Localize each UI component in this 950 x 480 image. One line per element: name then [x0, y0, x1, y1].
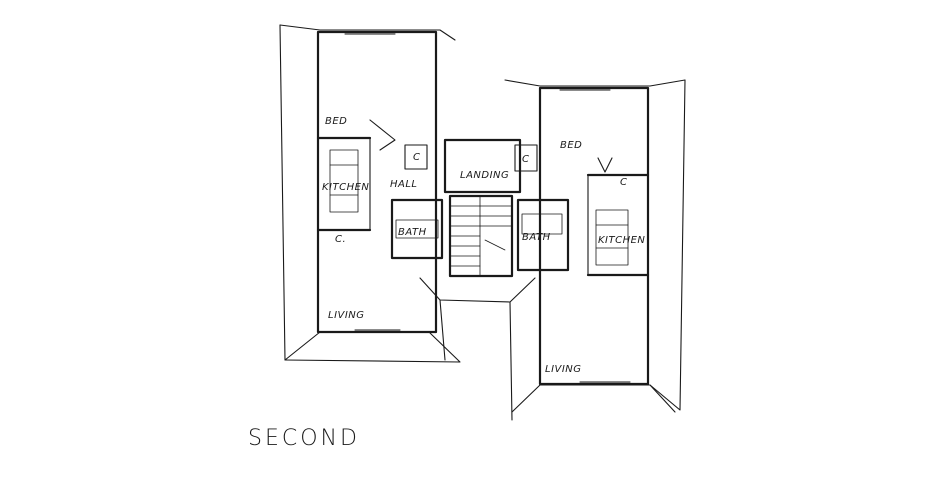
central-bay	[419, 277, 536, 303]
right-bath-tub	[521, 213, 563, 235]
hall-door-swing	[369, 119, 396, 151]
right-bay-outline-right	[649, 79, 686, 411]
label-left-living: LIVING	[328, 310, 365, 321]
label-left-c: C.	[335, 234, 346, 245]
room-labels: BED KITCHEN C. LIVING HALL C BATH LANDIN…	[322, 116, 645, 375]
right-unit-walls	[538, 86, 650, 386]
left-unit-walls	[316, 30, 438, 334]
label-landing-c: C	[522, 154, 529, 165]
landing-cupboard	[514, 144, 538, 172]
right-bay-outline-bottom	[511, 384, 676, 413]
hall-cupboard	[404, 144, 428, 170]
label-hall-c: C	[413, 152, 420, 163]
left-bay-outline-top	[279, 24, 456, 41]
right-bath-room	[516, 198, 570, 272]
floor-title: SECOND	[248, 426, 360, 451]
label-right-living: LIVING	[545, 364, 582, 375]
label-right-kitchen: KITCHEN	[598, 235, 645, 246]
right-door-swing	[597, 157, 613, 173]
stair-treads	[449, 195, 513, 277]
landing-area	[443, 138, 522, 194]
label-right-c: C	[620, 177, 627, 188]
left-bath-tub	[395, 219, 439, 239]
label-left-kitchen: KITCHEN	[322, 182, 369, 193]
right-kitchen-units	[595, 209, 629, 266]
label-right-bed: BED	[560, 140, 582, 151]
label-hall: HALL	[390, 179, 418, 190]
label-right-bath: BATH	[522, 232, 551, 243]
left-bay-outline-left	[279, 24, 321, 361]
left-bath-room	[390, 198, 444, 260]
label-left-bath: BATH	[398, 227, 427, 238]
left-kitchen-units	[329, 149, 359, 213]
label-landing: LANDING	[460, 170, 509, 181]
right-bay-outline-top	[504, 79, 686, 87]
right-unit	[504, 79, 686, 413]
central-core	[419, 138, 538, 421]
label-left-bed: BED	[325, 116, 347, 127]
left-bay-outline-bottom	[284, 332, 461, 363]
left-unit	[279, 24, 461, 363]
